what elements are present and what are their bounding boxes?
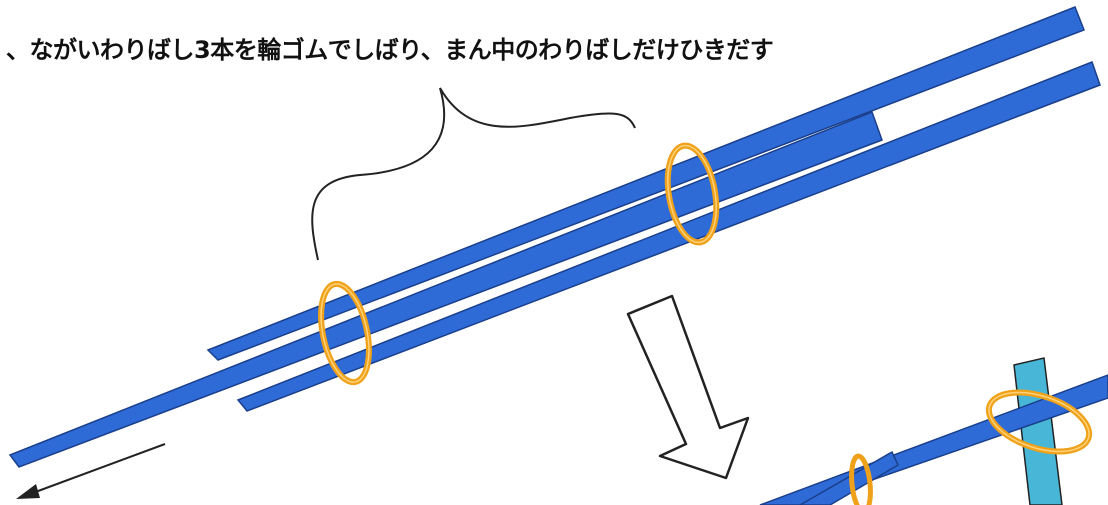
rubber-band-icon: [985, 389, 1093, 455]
instruction-caption: 、ながいわりばし3本を輪ゴムでしばり、まん中のわりばしだけひきだす: [6, 36, 774, 64]
chopstick-lower: [236, 61, 1101, 412]
result-chopstick-lower: [798, 450, 899, 505]
rubber-band-icon: [318, 280, 372, 386]
brace-icon: [311, 87, 636, 261]
rubber-band-icon: [849, 453, 873, 505]
chopstick-upper: [206, 6, 1085, 361]
down-arrow-icon: [626, 294, 750, 480]
chopstick-middle: [8, 111, 883, 468]
rubber-band-icon: [664, 142, 720, 246]
upright-stick: [1013, 357, 1063, 505]
result-figure: [759, 357, 1108, 505]
chopstick-bundle: [8, 6, 1101, 468]
pull-arrow-icon: [16, 443, 166, 499]
